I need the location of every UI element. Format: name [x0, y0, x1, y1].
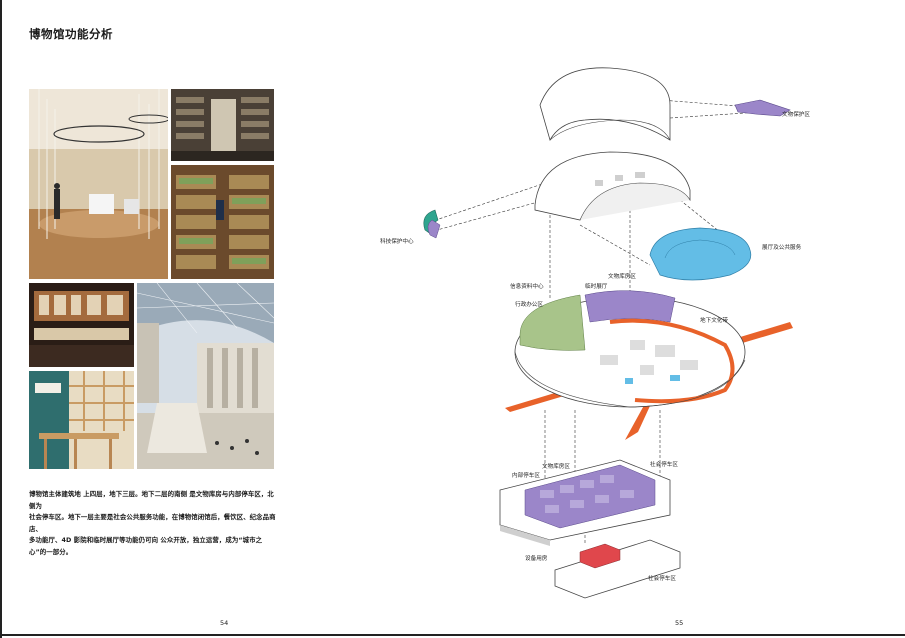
label-artifact-storage-b2: 文物库房区 — [542, 462, 570, 470]
b3-level-plate — [554, 539, 681, 599]
label-temp-exhibit: 临时展厅 — [585, 282, 608, 290]
photo-storage-shelves — [171, 89, 274, 161]
description-line: 社会停车区。地下一层主要是社会公共服务功能，在博物馆闭馆后，餐饮区、纪念品商店、 — [29, 513, 276, 533]
page-number-left: 54 — [220, 619, 229, 627]
photo-gallery-wall — [29, 283, 134, 367]
lobby-public-block — [649, 227, 752, 281]
label-admin-office: 行政办公区 — [515, 300, 543, 308]
label-underground-culture: 地下文化带 — [700, 316, 728, 324]
roof-shell-middle — [534, 151, 691, 221]
label-tech-protection: 科技保护中心 — [380, 237, 414, 245]
description-text: 博物馆主体建筑地 上四层，地下三层。地下二层的南侧 是文物库房与内部停车区，北侧… — [29, 489, 279, 559]
bottom-border — [0, 634, 905, 636]
equipment-room-block — [579, 543, 621, 569]
label-public-parking-b3: 社会停车区 — [648, 574, 676, 582]
artifact-protection-block — [734, 99, 791, 117]
page-number-right: 55 — [675, 619, 684, 627]
photo-glass-roof-court — [137, 283, 274, 469]
label-info-center: 信息资料中心 — [510, 282, 544, 290]
description-line: 博物馆主体建筑地 上四层，地下三层。地下二层的南侧 是文物库房与内部停车区，北侧… — [29, 490, 274, 510]
left-page-border — [0, 0, 2, 638]
label-equipment-room: 设备用房 — [525, 554, 548, 562]
photo-drawer-archive — [171, 165, 274, 279]
b1-level-plate — [514, 290, 746, 408]
photo-exhibition-hall — [29, 89, 168, 279]
description-line: 多功能厅、4D 影院和临时展厅等功能仍可向 公众开放，独立运营，成为“城市之心”… — [29, 536, 263, 556]
label-public-parking-b2: 社会停车区 — [650, 460, 678, 468]
label-internal-parking: 内部停车区 — [512, 471, 540, 479]
label-artifact-protection: 文物保护区 — [782, 110, 810, 118]
label-artifact-storage-top: 文物库房区 — [608, 272, 636, 280]
roof-shell-top — [539, 67, 671, 142]
b2-level-plate — [499, 459, 671, 546]
label-lobby-public: 展厅及公共服务 — [762, 243, 802, 251]
photo-reading-room — [29, 371, 134, 469]
exploded-function-diagram: 文物保护区 科技保护中心 展厅及公共服务 信息资料中心 文物库房区 临时展厅 行… — [370, 60, 810, 600]
page-title: 博物馆功能分析 — [29, 27, 113, 41]
